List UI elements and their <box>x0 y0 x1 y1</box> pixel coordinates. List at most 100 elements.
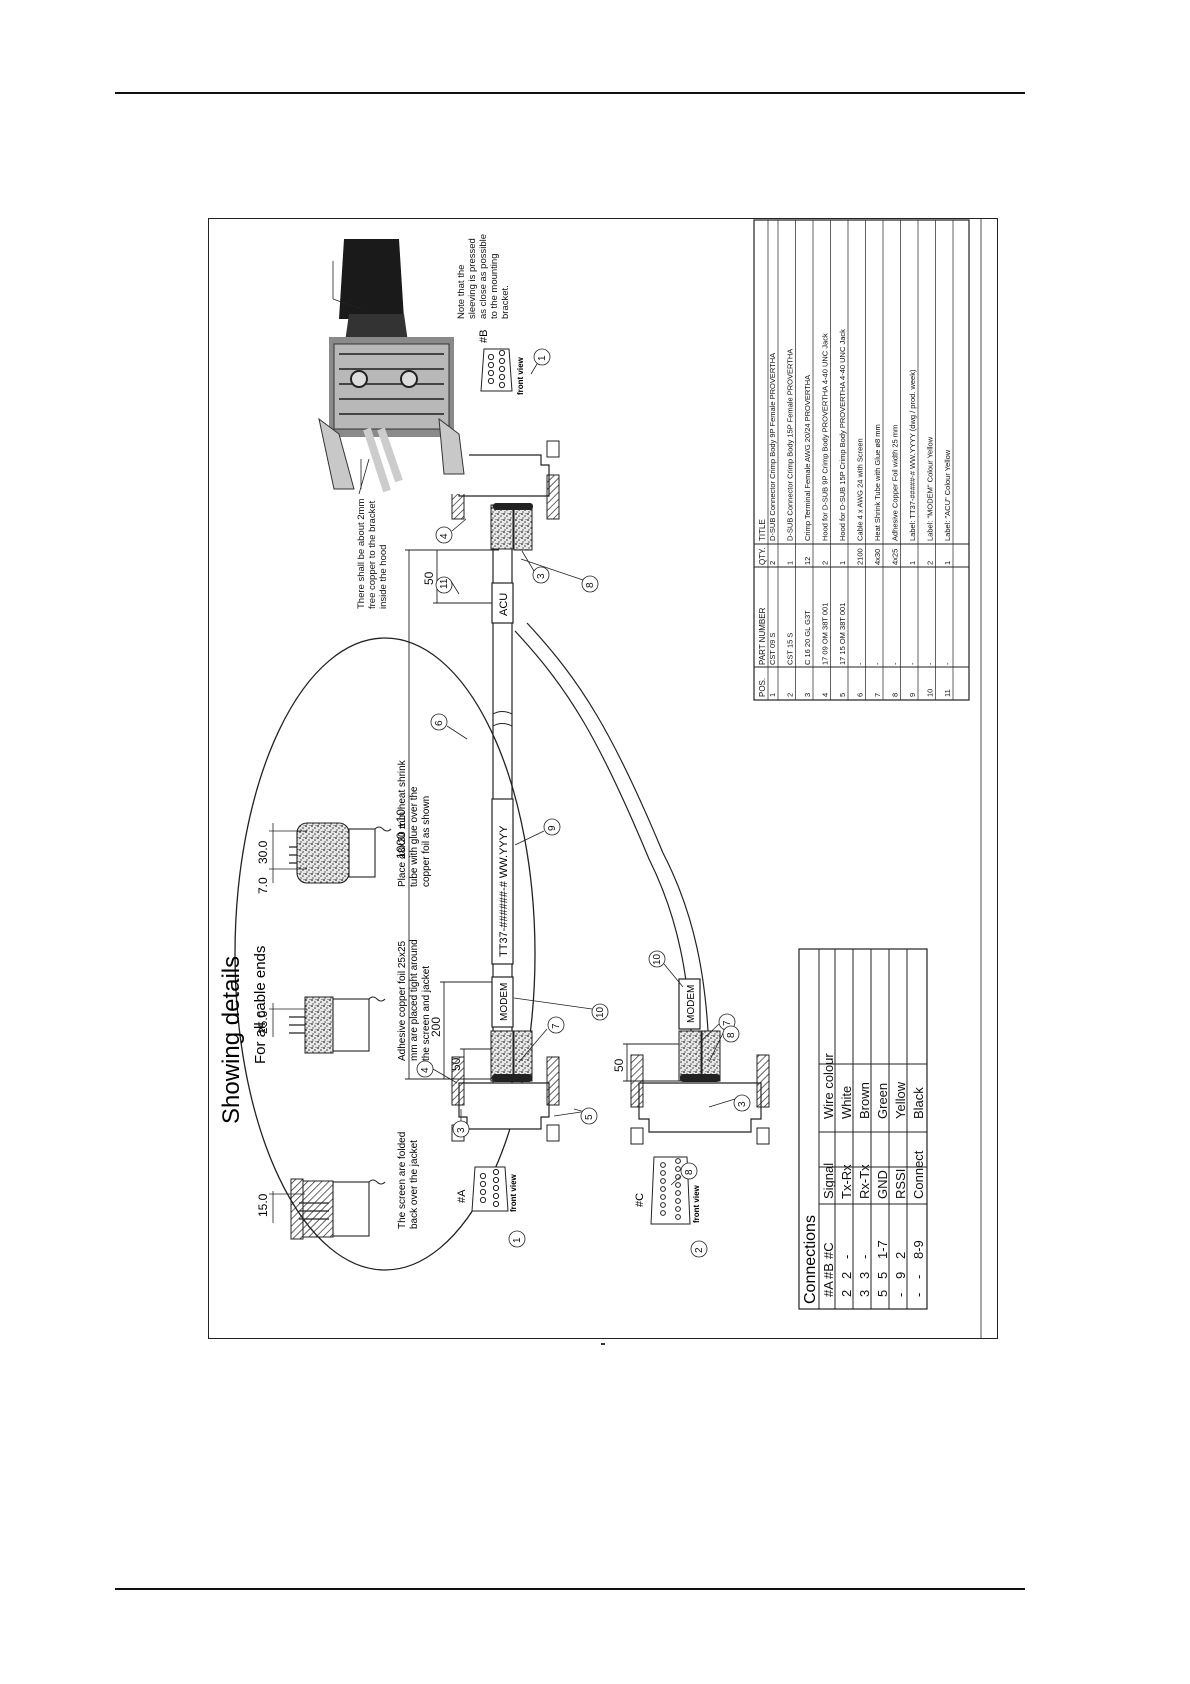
connections-cell: - <box>911 1275 926 1279</box>
balloon-10-c: 10 <box>652 953 663 965</box>
front-view-a: #A front view <box>456 1166 518 1212</box>
connector-b <box>451 440 560 551</box>
connections-header-cell: #B <box>821 1263 836 1279</box>
parts-cell: 11 <box>943 689 952 697</box>
parts-cell: 1 <box>838 561 847 565</box>
dim-15: 15.0 <box>256 1193 270 1217</box>
parts-cell: - <box>943 662 952 665</box>
parts-table <box>753 219 970 701</box>
dim-30: 30.0 <box>256 840 270 864</box>
dim-50-acu: 50 <box>422 571 436 585</box>
connections-cell: 9 <box>893 1272 908 1279</box>
hood-photo <box>318 234 469 494</box>
parts-cell: 1 <box>908 561 917 565</box>
parts-cell: 10 <box>926 689 935 697</box>
connections-header-cell: #A <box>821 1281 836 1297</box>
dim-50-c: 50 <box>612 1058 626 1072</box>
parts-cell: 6 <box>856 693 865 697</box>
balloon-1-a: 1 <box>512 1237 523 1243</box>
connections-cell: 5 <box>875 1272 890 1279</box>
parts-cell: 2 <box>768 561 777 565</box>
note-copper-line: There shall be about 2mm <box>356 499 367 609</box>
parts-cell: 1 <box>768 693 777 697</box>
label-modem-a: MODEM <box>491 976 514 1028</box>
caption-line: Place ø8x30 mm heat shrink <box>397 759 408 887</box>
connections-cell: - <box>911 1293 926 1297</box>
front-view-b-label: front view <box>516 356 525 395</box>
parts-cell: 1 <box>943 561 952 565</box>
parts-cell: 9 <box>908 693 917 697</box>
parts-cell: 4x25 <box>891 549 900 565</box>
parts-cell: - <box>908 662 917 665</box>
connections-header-cell: Signal <box>821 1163 836 1199</box>
connections-title: Connections <box>802 1215 819 1304</box>
connector-a <box>451 1030 560 1142</box>
balloon-8-b: 8 <box>585 582 596 588</box>
parts-cell: 17 09 OM 38T 001 <box>821 603 830 665</box>
parts-cell: Adhesive Copper Foil width 25 mm <box>891 425 900 541</box>
parts-cell: Heat Shrink Tube with Glue ø8 mm <box>873 424 882 541</box>
cable-assembly-drawing: Showing details For all cable ends 15.0 … <box>218 219 982 1338</box>
dimensions <box>405 549 689 1082</box>
front-view-c-label: front view <box>692 1184 701 1223</box>
connector-a-label: #A <box>456 1189 468 1203</box>
connections-cell: White <box>839 1086 854 1119</box>
note-copper: There shall be about 2mm free copper to … <box>356 499 389 609</box>
dim-total: 1000 ±10 <box>394 809 408 859</box>
caption-line: back over the jacket <box>409 1140 420 1229</box>
parts-cell: 2 <box>786 693 795 697</box>
parts-cell: Label: TT37-#####-# WW.YYYY (dwg / prod.… <box>908 369 917 541</box>
connector-c-label: #C <box>634 1193 646 1207</box>
parts-header-cell: TITLE <box>758 519 767 541</box>
caption-line: tube with glue over the <box>409 786 420 887</box>
balloon-numbers: 1 4 11 6 3 8 9 10 10 7 8 4 7 3 5 3 8 1 2 <box>420 355 748 1253</box>
cable-branch: MODEM <box>514 622 710 1050</box>
parts-cell: - <box>856 662 865 665</box>
parts-cell: 2 <box>926 561 935 565</box>
header-rule <box>115 92 1025 94</box>
balloon-4-b: 4 <box>439 533 450 539</box>
parts-cell: D-SUB Connector Crimp Body 15P Female PR… <box>786 349 795 541</box>
connections-cell: 2 <box>839 1290 854 1297</box>
connections-cell: 3 <box>857 1290 872 1297</box>
balloon-7-c: 7 <box>722 1020 733 1026</box>
balloon-9: 9 <box>547 825 558 831</box>
connections-cell: - <box>893 1293 908 1297</box>
label-print: TT37-######-# WW.YYYY <box>491 798 514 965</box>
balloon-8-a: 8 <box>684 1169 695 1175</box>
parts-cell: 2100 <box>856 548 865 565</box>
note-sleeve-line: bracket. <box>500 285 511 319</box>
balloon-3-a: 3 <box>456 1127 467 1133</box>
caption-line: the screen and jacket <box>421 966 432 1061</box>
connections-cell: Rx-Tx <box>857 1164 872 1199</box>
parts-cell: 3 <box>803 693 812 697</box>
parts-cell: - <box>873 662 882 665</box>
caption-line: mm are placed tight around <box>409 939 420 1061</box>
parts-header-cell: QTY. <box>758 547 767 565</box>
connections-cell: 5 <box>875 1290 890 1297</box>
balloon-7-a: 7 <box>551 1023 562 1029</box>
details-ellipse: Showing details For all cable ends 15.0 … <box>218 637 536 1271</box>
parts-cell: C 16 20 GL G3T <box>803 610 812 665</box>
parts-cell: - <box>891 662 900 665</box>
parts-cell: 8 <box>891 693 900 697</box>
balloon-3-b: 3 <box>536 573 547 579</box>
note-sleeve-line: to the mounting <box>489 254 500 320</box>
parts-cell: 1 <box>786 561 795 565</box>
print-label-text: TT37-######-# WW.YYYY <box>498 825 510 957</box>
balloon-5: 5 <box>584 1114 595 1120</box>
connector-c <box>630 1030 770 1145</box>
details-subtitle: For all cable ends <box>252 946 269 1064</box>
detail-folded-screen: 15.0 The screen are folded back over the… <box>256 1132 420 1240</box>
front-view-c: #C front view <box>634 1156 701 1225</box>
parts-cell: Hood for D-SUB 15P Crimp Body PROVERTHA … <box>838 329 847 541</box>
parts-cell: D-SUB Connector Crimp Body 9P Female PRO… <box>768 353 777 541</box>
balloon-10-a: 10 <box>595 1006 606 1018</box>
caption-line: Adhesive copper foil 25x25 <box>397 940 408 1061</box>
caption-line: The screen are folded <box>397 1132 408 1229</box>
balloons <box>416 348 751 1258</box>
balloon-8-c: 8 <box>726 1032 737 1038</box>
connections-cell: 2 <box>893 1252 908 1259</box>
modem-label-text: MODEM <box>499 983 510 1021</box>
parts-header-cell: POS. <box>758 678 767 697</box>
